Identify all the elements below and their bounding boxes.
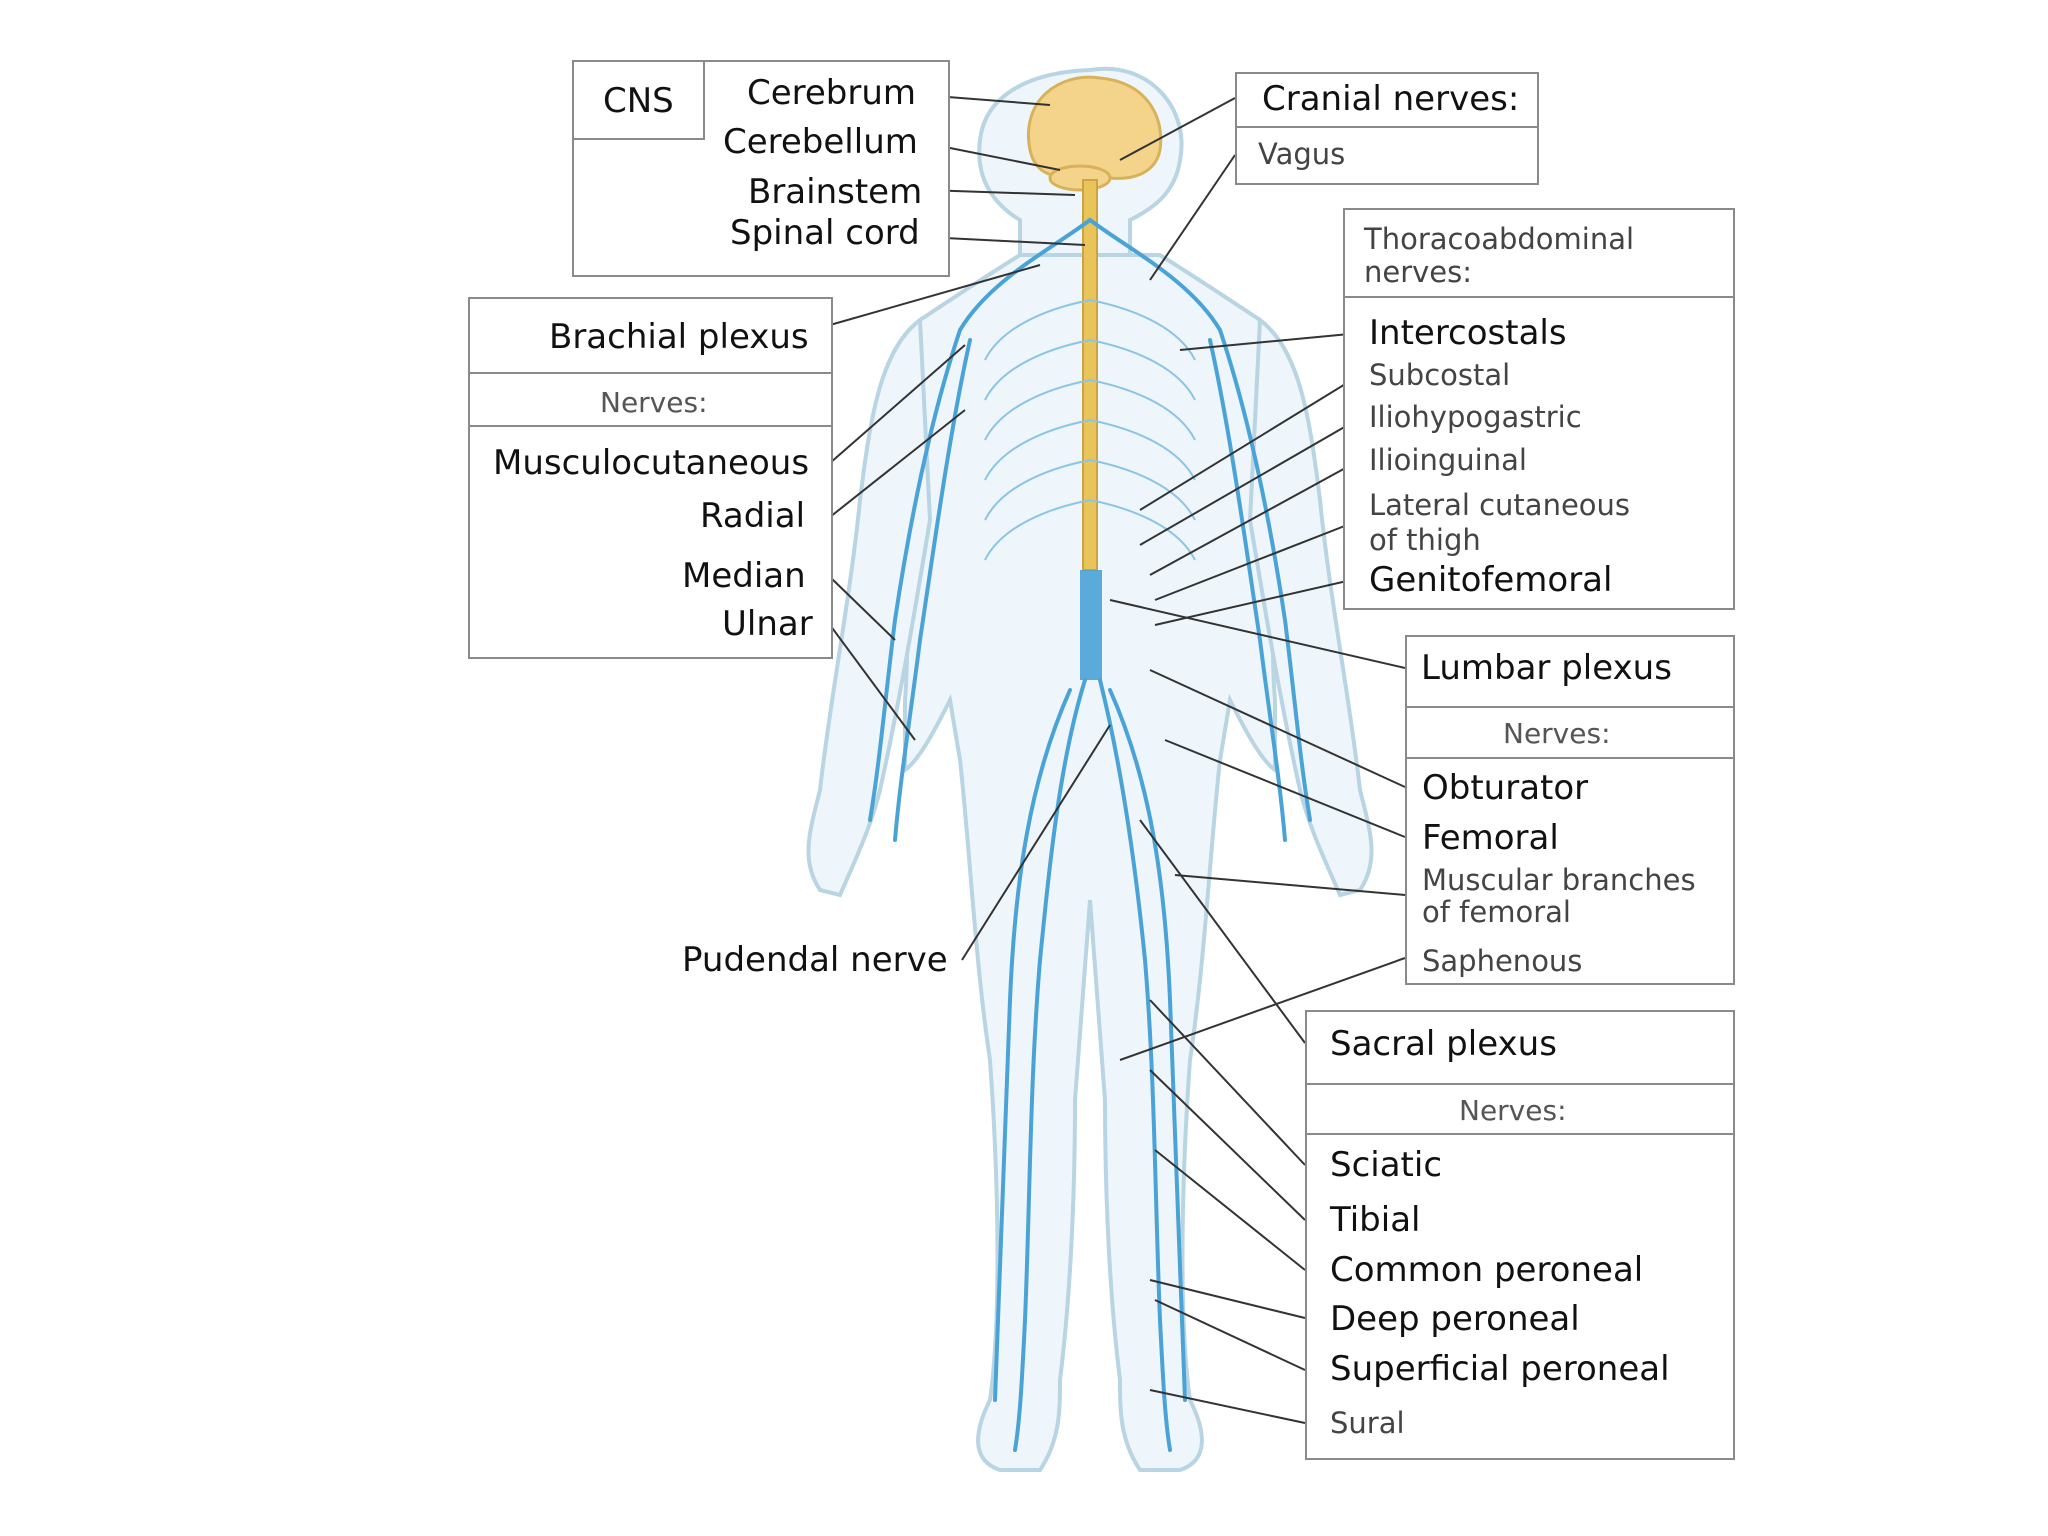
cranial-nerves-box — [1235, 72, 1539, 185]
sacral-plexus-title: Sacral plexus — [1330, 1024, 1557, 1064]
brachial-plexus-box — [468, 297, 833, 659]
lumbar-plexus-title: Lumbar plexus — [1421, 648, 1672, 688]
rib-nerves — [984, 299, 1196, 561]
label-muscular-branches: Muscular branches — [1422, 863, 1696, 897]
label-superficial-peroneal: Superficial peroneal — [1330, 1349, 1670, 1389]
label-tibial: Tibial — [1330, 1200, 1421, 1240]
label-cerebrum: Cerebrum — [747, 73, 917, 113]
label-of-femoral: of femoral — [1422, 895, 1571, 929]
label-sciatic: Sciatic — [1330, 1145, 1443, 1185]
label-lateral-cutaneous: Lateral cutaneous — [1369, 488, 1631, 522]
left-arm-outline — [806, 316, 933, 898]
label-saphenous: Saphenous — [1422, 944, 1583, 978]
nerve-network — [868, 218, 1312, 1452]
thoracoabdominal-box — [1343, 208, 1735, 610]
label-obturator: Obturator — [1422, 768, 1589, 808]
label-median: Median — [682, 556, 806, 596]
label-spinal-cord: Spinal cord — [730, 213, 920, 253]
label-cerebellum: Cerebellum — [723, 122, 918, 162]
label-femoral: Femoral — [1422, 818, 1559, 858]
sacral-divider-1 — [1305, 1083, 1735, 1085]
brachial-nerves-header: Nerves: — [600, 386, 708, 419]
label-subcostal: Subcostal — [1369, 358, 1511, 392]
thoraco-title-line1: Thoracoabdominal — [1364, 222, 1635, 256]
brain — [1027, 75, 1163, 192]
brachial-plexus-title: Brachial plexus — [549, 317, 809, 357]
lumbar-plexus-box — [1405, 635, 1735, 985]
cranial-divider — [1235, 126, 1539, 128]
label-genitofemoral: Genitofemoral — [1369, 560, 1613, 600]
label-radial: Radial — [700, 496, 806, 536]
cns-tag: CNS — [603, 81, 674, 121]
leader-lines — [829, 95, 1406, 1424]
sacral-divider-2 — [1305, 1133, 1735, 1135]
label-intercostals: Intercostals — [1369, 313, 1567, 353]
cranial-nerves-title: Cranial nerves: — [1262, 79, 1520, 119]
label-ulnar: Ulnar — [722, 604, 813, 644]
label-ilioinguinal: Ilioinguinal — [1369, 443, 1527, 477]
label-vagus: Vagus — [1258, 137, 1346, 171]
lumbar-divider-2 — [1405, 757, 1735, 759]
label-pudendal-nerve: Pudendal nerve — [682, 940, 948, 980]
sacral-nerves-header: Nerves: — [1459, 1094, 1567, 1127]
label-musculocutaneous: Musculocutaneous — [493, 443, 810, 483]
label-deep-peroneal: Deep peroneal — [1330, 1299, 1580, 1339]
label-sural: Sural — [1330, 1406, 1405, 1440]
thoraco-title-line2: nerves: — [1364, 255, 1473, 289]
spinal-cord-shape — [1082, 179, 1098, 571]
sacral-plexus-box — [1305, 1010, 1735, 1460]
cauda-equina — [1080, 570, 1102, 680]
lumbar-divider-1 — [1405, 706, 1735, 708]
cns-tag-box — [572, 60, 705, 140]
cerebrum-shape — [1027, 75, 1163, 180]
brachial-divider-2 — [468, 425, 833, 427]
brachial-divider-1 — [468, 372, 833, 374]
torso-outline — [896, 253, 1284, 1472]
lumbar-nerves-header: Nerves: — [1503, 717, 1611, 750]
label-iliohypogastric: Iliohypogastric — [1369, 400, 1582, 434]
thoraco-divider — [1343, 296, 1735, 298]
label-brainstem: Brainstem — [748, 172, 923, 212]
label-common-peroneal: Common peroneal — [1330, 1250, 1644, 1290]
label-of-thigh: of thigh — [1369, 523, 1481, 557]
